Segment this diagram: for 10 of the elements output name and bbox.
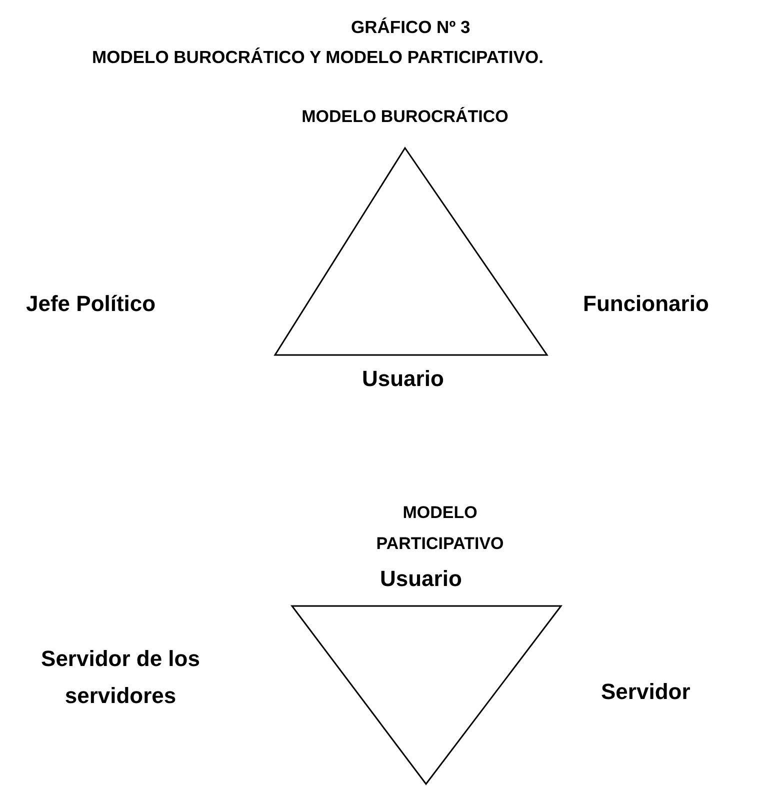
subtitle: MODELO BUROCRÁTICO Y MODELO PARTICIPATIVO. — [92, 46, 544, 69]
diagram-title: GRÁFICO Nº 3 — [351, 16, 470, 39]
model-heading: MODELO PARTICIPATIVO — [375, 502, 505, 555]
model-heading: MODELO BUROCRÁTICO — [300, 106, 510, 128]
role-label: Jefe Político — [26, 290, 156, 318]
role-label: Usuario — [362, 365, 444, 393]
role-label: Usuario — [380, 565, 462, 593]
role-label: Funcionario — [583, 290, 709, 318]
role-label: Servidor de los servidores — [40, 645, 201, 710]
role-label: Servidor — [601, 678, 690, 706]
